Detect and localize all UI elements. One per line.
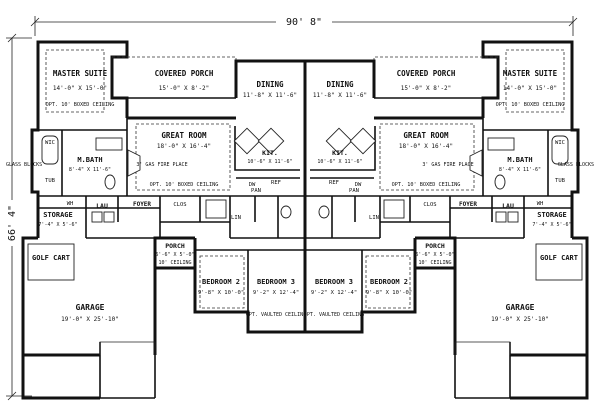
wic-label: WIC	[45, 140, 55, 146]
master-suite-dims: 14'-0" X 15'-0"	[503, 85, 557, 92]
kitchen-dims: 10'-6" X 11'-6"	[247, 159, 292, 165]
bedroom-3-label: BEDROOM 3	[315, 278, 353, 286]
master-suite-note: OPT. 10' BOXED CEILING	[46, 102, 115, 108]
pantry-label: PAN	[251, 188, 261, 194]
kitchen-label: KIT.	[332, 149, 348, 157]
dining-label: DINING	[256, 80, 284, 89]
master-suite-dims: 14'-0" X 15'-0"	[53, 85, 107, 92]
master-suite-label: MASTER SUITE	[53, 69, 108, 78]
left-unit-labels: MASTER SUITE 14'-0" X 15'-0" OPT. 10' BO…	[6, 69, 306, 323]
porch-label: PORCH	[165, 242, 185, 250]
laundry-label: LAU	[502, 202, 514, 210]
great-room-note: OPT. 10' BOXED CEILING	[150, 182, 219, 188]
master-suite-note: OPT. 10' BOXED CEILING	[496, 102, 565, 108]
fireplace-note: 3' GAS FIRE PLACE	[136, 162, 187, 168]
great-room-note: OPT. 10' BOXED CEILING	[392, 182, 461, 188]
bedroom-2-dims: 9'-8" X 10'-0"	[366, 290, 412, 296]
bedroom-3-note: OPT. VAULTED CEILING	[304, 312, 364, 318]
linen-label: LIN	[231, 215, 241, 221]
fireplace-note: 3' GAS FIRE PLACE	[422, 162, 473, 168]
great-room-label: GREAT ROOM	[403, 131, 449, 140]
covered-porch-dims: 15'-0" X 8'-2"	[401, 85, 452, 92]
covered-porch-label: COVERED PORCH	[155, 69, 214, 78]
water-heater-label: WH	[537, 201, 544, 207]
overall-width-dimension: 90' 8"	[30, 14, 578, 36]
master-bath-label: M.BATH	[77, 156, 102, 164]
master-bath-dims: 8'-4" X 11'-6"	[499, 167, 541, 173]
left-unit-walls	[21, 40, 307, 400]
dining-label: DINING	[326, 80, 354, 89]
great-room-dims: 18'-0" X 16'-4"	[399, 143, 453, 150]
porch-note: 10' CEILING	[158, 260, 191, 266]
garage-dims: 19'-0" X 25'-10"	[61, 316, 119, 323]
great-room-dims: 18'-0" X 16'-4"	[157, 143, 211, 150]
dishwasher-label: DW	[355, 182, 362, 188]
bedroom-3-dims: 9'-2" X 12'-4"	[311, 290, 357, 296]
covered-porch-label: COVERED PORCH	[397, 69, 456, 78]
bedroom-3-dims: 9'-2" X 12'-4"	[253, 290, 299, 296]
coat-closet-label: CLOS	[173, 202, 186, 208]
bedroom-2-label: BEDROOM 2	[202, 278, 240, 286]
garage-dims: 19'-0" X 25'-10"	[491, 316, 549, 323]
porch-dims: 6'-6" X 5'-0"	[415, 252, 454, 258]
right-unit-labels: MASTER SUITE 14'-0" X 15'-0" OPT. 10' BO…	[304, 69, 594, 323]
laundry-label: LAU	[96, 202, 108, 210]
bedroom-3-note: OPT. VAULTED CEILING	[246, 312, 306, 318]
glass-blocks-right-label: GLASS BLOCKS	[558, 162, 594, 168]
ref-label: REF	[329, 180, 339, 186]
bedroom-2-label: BEDROOM 2	[370, 278, 408, 286]
bedroom-2-dims: 9'-8" X 10'-0"	[198, 290, 244, 296]
foyer-label: FOYER	[133, 201, 151, 208]
great-room-label: GREAT ROOM	[161, 131, 207, 140]
tub-label: TUB	[555, 178, 566, 184]
bedroom-3-label: BEDROOM 3	[257, 278, 295, 286]
golf-cart-label: GOLF CART	[540, 254, 578, 262]
water-heater-label: WH	[67, 201, 74, 207]
golf-cart-label: GOLF CART	[32, 254, 70, 262]
garage-label: GARAGE	[506, 303, 535, 312]
kitchen-dims: 10'-6" X 11'-6"	[317, 159, 362, 165]
wic-label: WIC	[555, 140, 565, 146]
overall-depth-dimension: 66' 4"	[4, 33, 32, 401]
master-bath-dims: 8'-4" X 11'-6"	[69, 167, 111, 173]
linen-label: LIN	[369, 215, 379, 221]
foyer-label: FOYER	[459, 201, 477, 208]
storage-label: STORAGE	[43, 211, 73, 219]
glass-blocks-left-label: GLASS BLOCKS	[6, 162, 42, 168]
dishwasher-label: DW	[249, 182, 256, 188]
storage-label: STORAGE	[537, 211, 567, 219]
overall-depth-label: 66' 4"	[7, 205, 18, 241]
pantry-label: PAN	[349, 188, 359, 194]
coat-closet-label: CLOS	[423, 202, 436, 208]
porch-note: 10' CEILING	[418, 260, 451, 266]
porch-dims: 6'-6" X 5'-0"	[155, 252, 194, 258]
master-bath-label: M.BATH	[507, 156, 532, 164]
overall-width-label: 90' 8"	[286, 17, 322, 28]
kitchen-label: KIT.	[262, 149, 278, 157]
tub-label: TUB	[45, 178, 56, 184]
storage-dims: 7'-4" X 5'-6"	[532, 222, 571, 228]
covered-porch-dims: 15'-0" X 8'-2"	[159, 85, 210, 92]
master-suite-label: MASTER SUITE	[503, 69, 558, 78]
porch-label: PORCH	[425, 242, 445, 250]
dining-dims: 11'-8" X 11'-6"	[313, 92, 367, 99]
storage-dims: 7'-4" X 5'-6"	[38, 222, 77, 228]
fixtures	[27, 127, 583, 355]
ref-label: REF	[271, 180, 281, 186]
garage-label: GARAGE	[76, 303, 105, 312]
dining-dims: 11'-8" X 11'-6"	[243, 92, 297, 99]
